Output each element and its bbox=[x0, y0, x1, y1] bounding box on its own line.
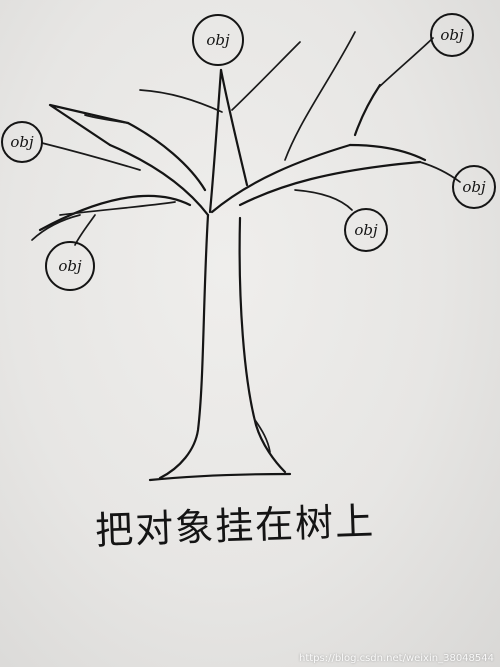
branch-right bbox=[210, 31, 461, 214]
object-ornament-right: obj bbox=[452, 165, 496, 209]
object-ornament-top-right: obj bbox=[430, 13, 474, 57]
object-label: obj bbox=[440, 26, 464, 44]
handwritten-caption: 把对象挂在树上 bbox=[94, 499, 376, 553]
object-ornament-left: obj bbox=[1, 121, 43, 163]
object-ornament-middle-right: obj bbox=[344, 208, 388, 252]
branch-center bbox=[139, 41, 301, 214]
object-ornament-lower-left: obj bbox=[45, 241, 95, 291]
object-ornament-top-center: obj bbox=[192, 14, 244, 66]
branch-left bbox=[31, 103, 210, 246]
object-label: obj bbox=[206, 31, 230, 49]
tree-trunk bbox=[148, 213, 292, 482]
object-label: obj bbox=[354, 221, 378, 239]
object-label: obj bbox=[10, 133, 34, 151]
watermark-url: https://blog.csdn.net/weixin_38048544 bbox=[298, 653, 494, 664]
object-label: obj bbox=[58, 257, 82, 275]
object-label: obj bbox=[462, 178, 486, 196]
